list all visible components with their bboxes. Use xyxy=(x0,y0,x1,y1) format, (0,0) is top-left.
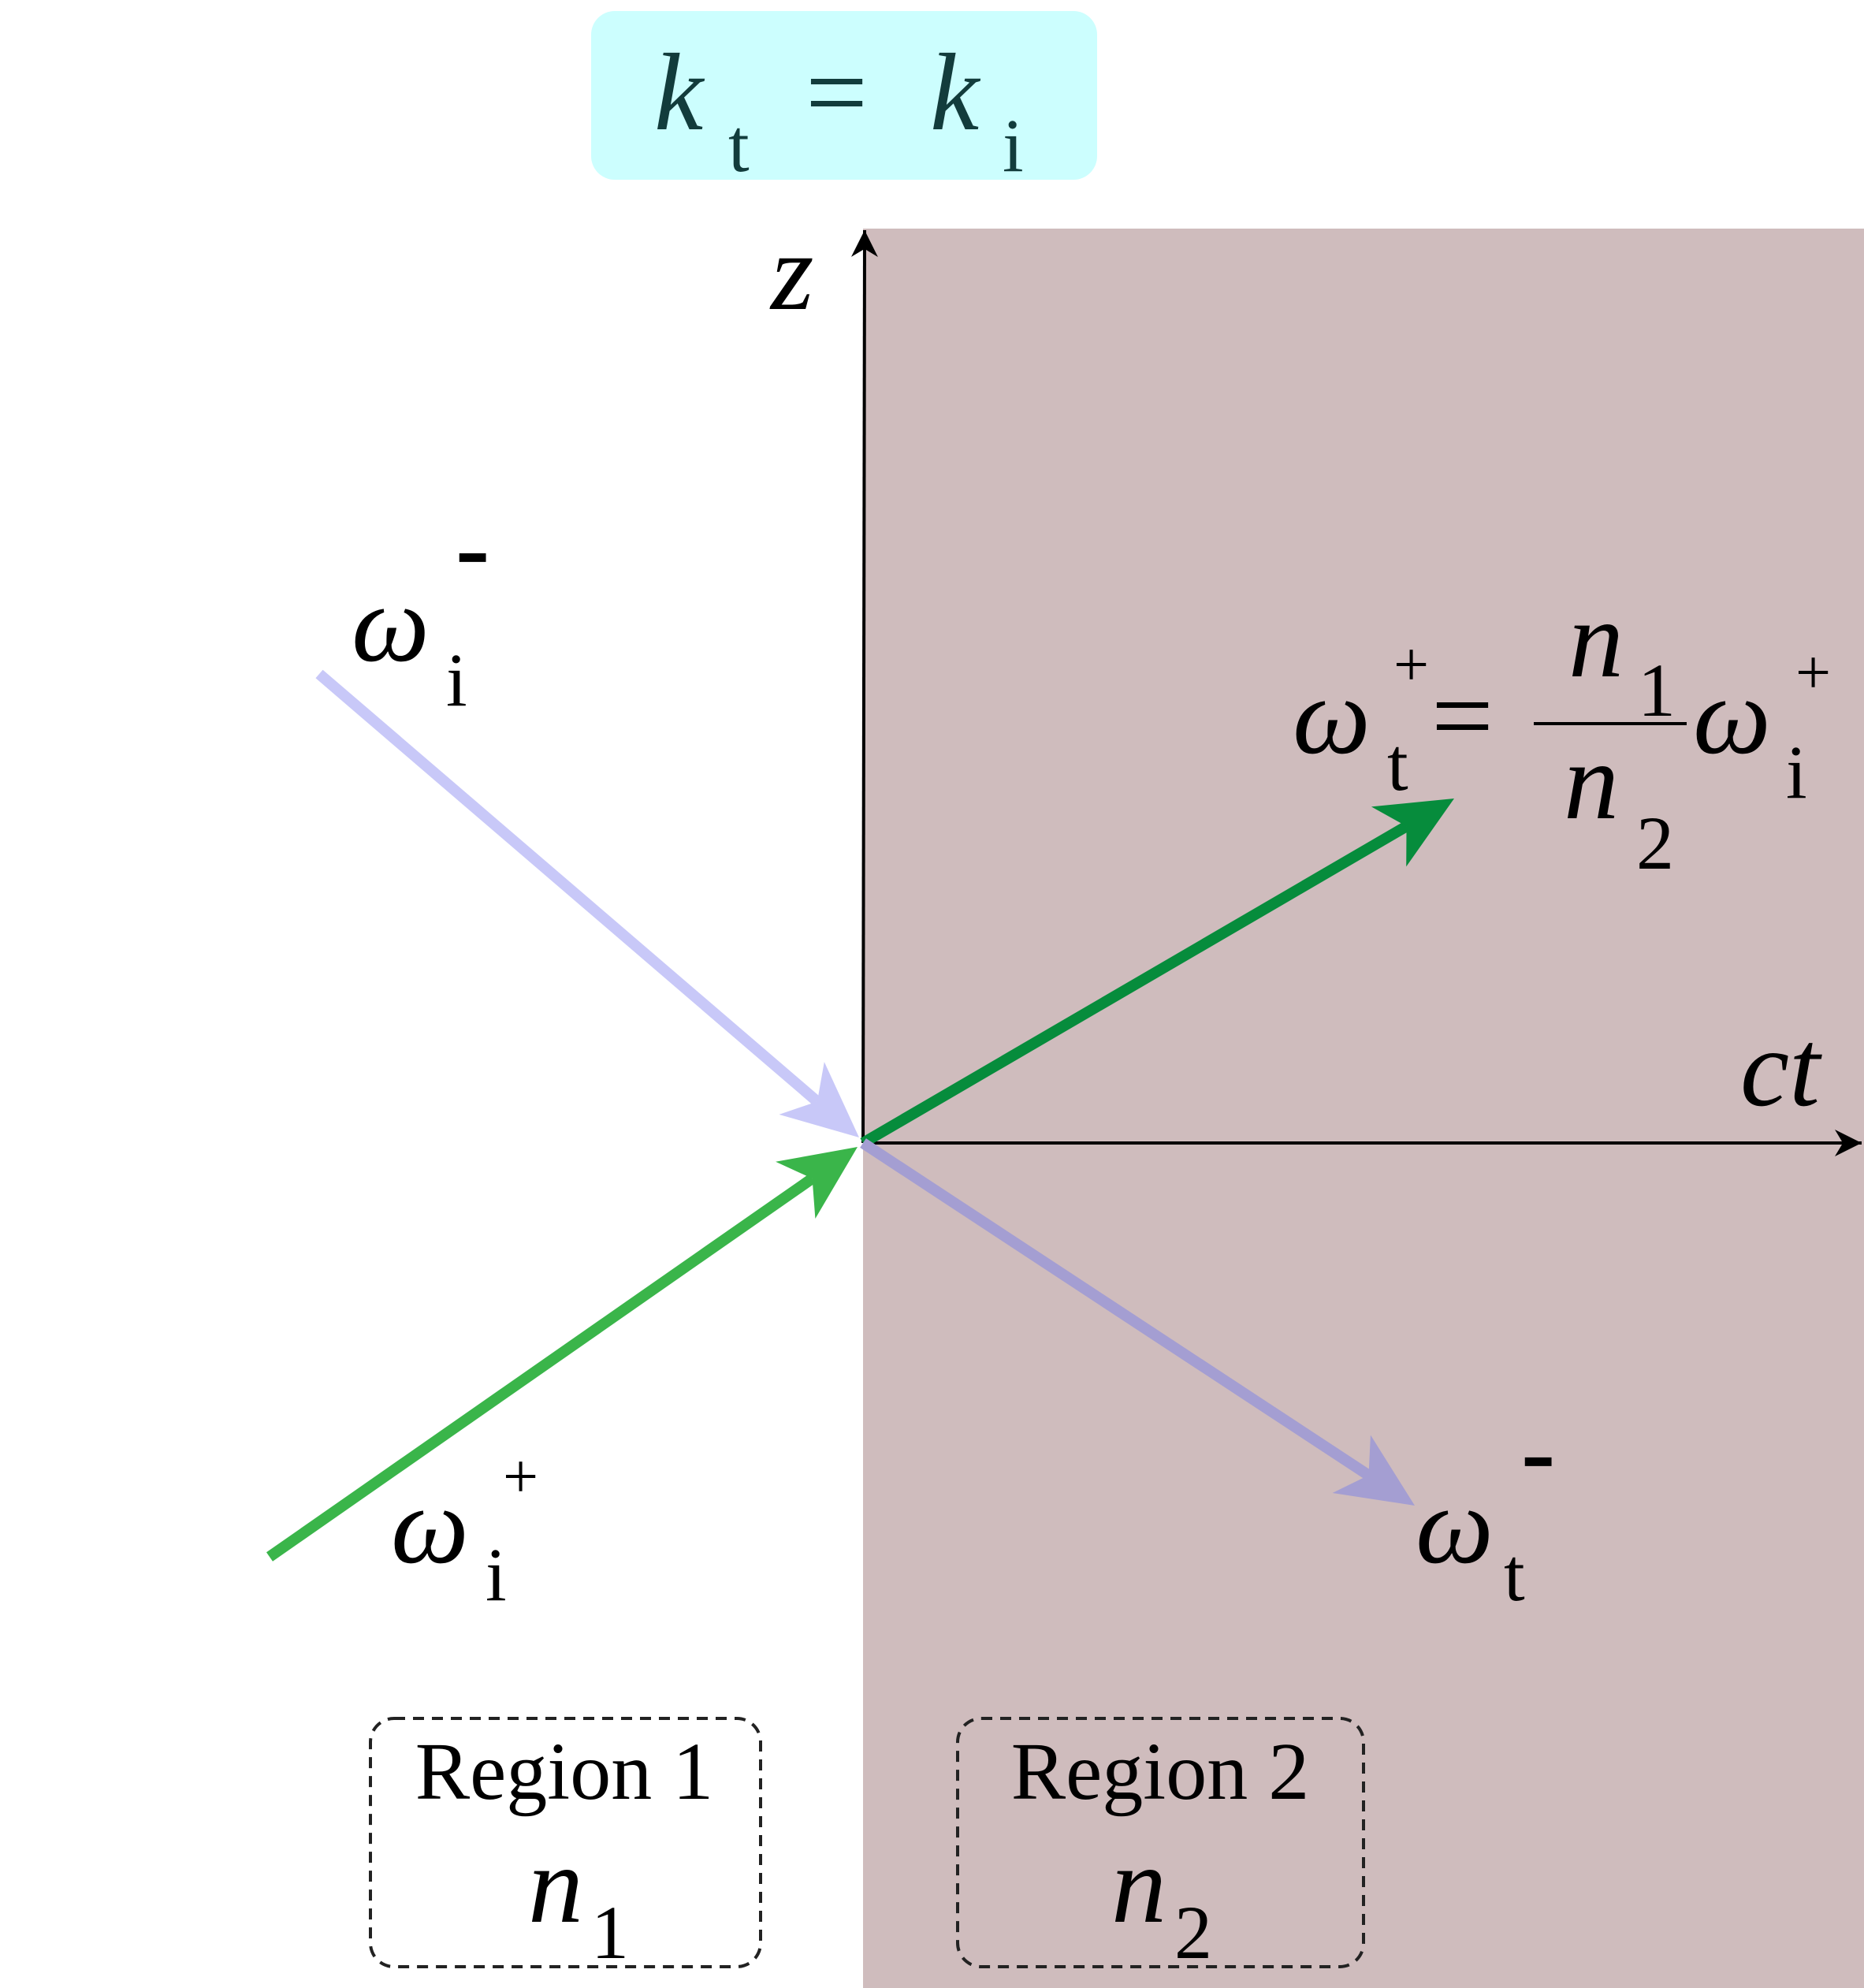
ray-incident-plus-arrowhead xyxy=(776,1147,858,1219)
svg-text:t: t xyxy=(1387,722,1408,806)
ray-incident-minus xyxy=(315,669,859,1137)
svg-text:k: k xyxy=(930,32,981,154)
ray-transmitted-plus-shaft xyxy=(860,821,1410,1148)
ray-incident-plus-shaft xyxy=(266,1174,816,1562)
ct-axis-label: ct xyxy=(1740,1007,1822,1130)
ray-transmitted-plus-arrowhead xyxy=(1371,799,1454,867)
label-omega-i-minus: ω i - xyxy=(352,491,489,722)
region-1-box: Region 1 n 1 xyxy=(369,1717,762,1975)
region-1-index-sub: 1 xyxy=(591,1890,629,1975)
svg-text:i: i xyxy=(446,638,467,722)
region-2-index: n xyxy=(1111,1824,1166,1946)
rays-layer xyxy=(266,669,1454,1562)
region-2-index-sub: 2 xyxy=(1174,1890,1212,1975)
svg-text:i: i xyxy=(486,1532,507,1617)
svg-text:+: + xyxy=(503,1443,538,1512)
svg-text:-: - xyxy=(456,491,489,605)
region-1-index: n xyxy=(528,1824,583,1946)
svg-text:+: + xyxy=(1393,631,1429,700)
svg-text:k: k xyxy=(654,32,705,154)
svg-text:ω: ω xyxy=(1416,1465,1494,1587)
svg-text:t: t xyxy=(728,103,750,188)
svg-text:i: i xyxy=(1003,103,1024,188)
svg-text:+: + xyxy=(1795,638,1831,708)
region-2-box: Region 2 n 2 xyxy=(956,1717,1365,1975)
svg-text:=: = xyxy=(806,32,868,154)
transmission-relation: ω t + = n 1 n 2 ω i + xyxy=(1293,579,1831,885)
svg-text:1: 1 xyxy=(1638,648,1676,732)
ray-incident-minus-arrowhead xyxy=(779,1062,859,1137)
svg-text:ω: ω xyxy=(352,563,430,685)
z-axis xyxy=(850,229,878,1144)
svg-text:n: n xyxy=(1564,720,1619,843)
ray-incident-minus-shaft xyxy=(315,669,821,1106)
ray-transmitted-plus xyxy=(860,799,1454,1148)
svg-text:ω: ω xyxy=(1693,655,1771,777)
label-omega-t-minus: ω t - xyxy=(1416,1395,1555,1617)
svg-text:=: = xyxy=(1431,655,1494,777)
svg-text:t: t xyxy=(1504,1532,1525,1617)
svg-text:ω: ω xyxy=(391,1465,469,1587)
svg-text:-: - xyxy=(1521,1395,1555,1509)
svg-text:n: n xyxy=(1568,579,1624,701)
svg-text:2: 2 xyxy=(1636,801,1674,885)
header-formula: k t = k i xyxy=(654,32,1024,188)
ray-transmitted-minus-arrowhead xyxy=(1332,1435,1415,1506)
ray-transmitted-minus-shaft xyxy=(860,1138,1372,1480)
region-2-title: Region 2 xyxy=(1011,1726,1309,1817)
ray-incident-plus xyxy=(266,1147,858,1562)
ray-transmitted-minus xyxy=(860,1138,1415,1506)
svg-text:ω: ω xyxy=(1293,655,1371,777)
svg-text:i: i xyxy=(1786,730,1807,814)
region-2-background xyxy=(863,229,1864,1988)
region-1-title: Region 1 xyxy=(415,1726,713,1817)
z-axis-label: z xyxy=(769,211,813,333)
label-omega-i-plus: ω i + xyxy=(391,1443,538,1617)
formula-box xyxy=(591,11,1097,180)
